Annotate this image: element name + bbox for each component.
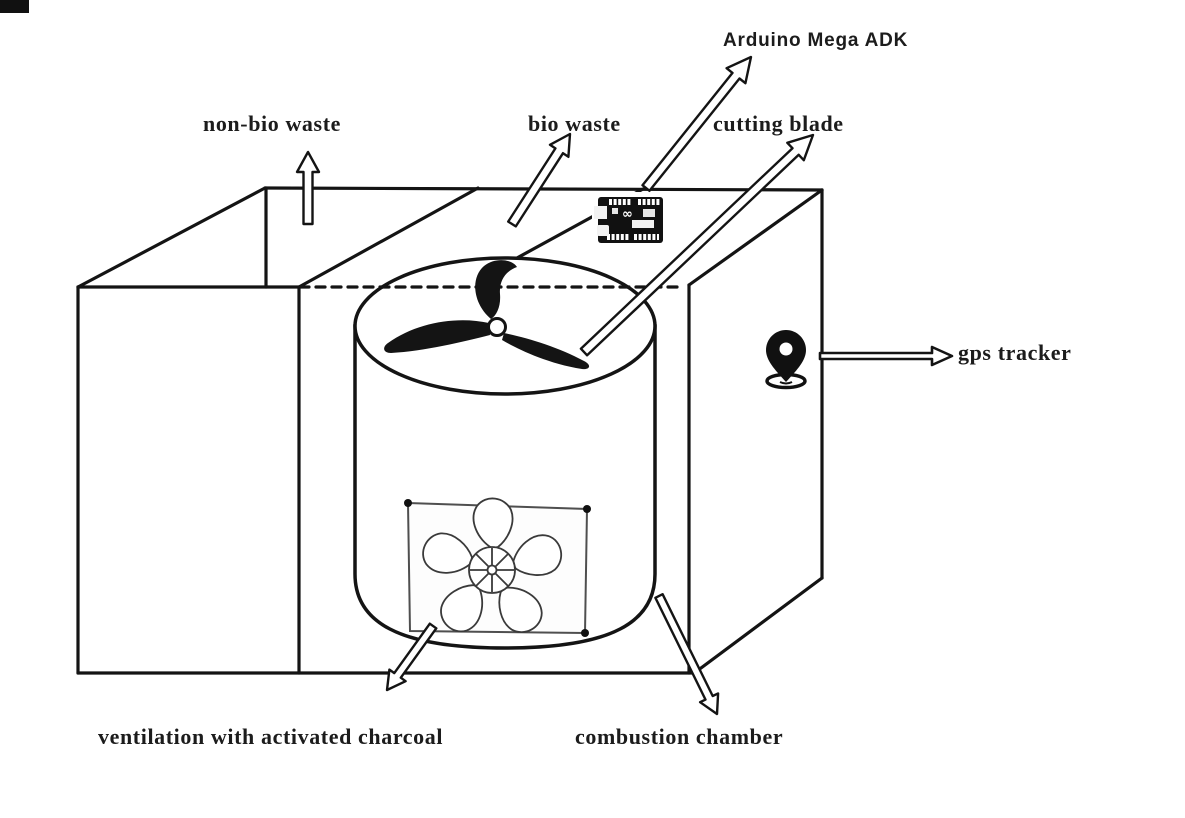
fan-hub-center <box>486 564 498 576</box>
bin-back-top-edge <box>263 186 824 192</box>
bin-left-lid-diagonal <box>76 186 267 289</box>
location-pin-icon <box>765 330 807 390</box>
ventilation-fan-icon <box>404 497 591 637</box>
label-combustion: combustion chamber <box>575 724 784 749</box>
fan-blades <box>422 497 563 634</box>
scan-corner-artifact <box>0 0 29 13</box>
propeller-blade-top <box>475 260 517 319</box>
arrow-non-bio-waste <box>295 150 321 226</box>
right-wall-top-diagonal <box>687 188 824 287</box>
label-non-bio-waste: non-bio waste <box>203 111 341 136</box>
label-bio-waste: bio waste <box>528 111 621 136</box>
pin-hole <box>779 342 793 356</box>
arduino-board-icon: ∞ <box>592 192 670 249</box>
right-wall-bottom-diagonal <box>695 576 824 673</box>
label-ventilation: ventilation with activated charcoal <box>98 724 444 749</box>
propeller-hub <box>487 317 507 337</box>
propeller-blade-left <box>384 320 490 353</box>
arduino-usb-port <box>594 206 607 219</box>
propeller-blade-right <box>502 333 590 370</box>
fan-panel-dot-br <box>581 629 589 637</box>
svg-text:∞: ∞ <box>622 207 633 222</box>
arrow-arduino <box>641 55 753 192</box>
fan-panel-dot-tr <box>583 505 591 513</box>
arrow-bio-waste <box>507 132 572 228</box>
arrow-combustion <box>654 593 720 716</box>
cutting-blade-propeller-icon <box>384 260 590 370</box>
arrow-cutting-blade <box>579 133 815 357</box>
arduino-power-jack <box>597 225 609 236</box>
pin-body <box>766 330 806 382</box>
label-arduino-mega-adk: Arduino Mega ADK <box>723 30 909 51</box>
bin-lid-ridge-left <box>297 186 480 289</box>
label-gps-tracker: gps tracker <box>958 340 1072 365</box>
arrow-ventilation <box>385 622 438 692</box>
callout-arrows <box>295 55 954 716</box>
label-cutting-blade: cutting blade <box>713 111 844 136</box>
fan-panel-dot-tl <box>404 499 412 507</box>
arrow-gps-tracker <box>818 345 954 367</box>
